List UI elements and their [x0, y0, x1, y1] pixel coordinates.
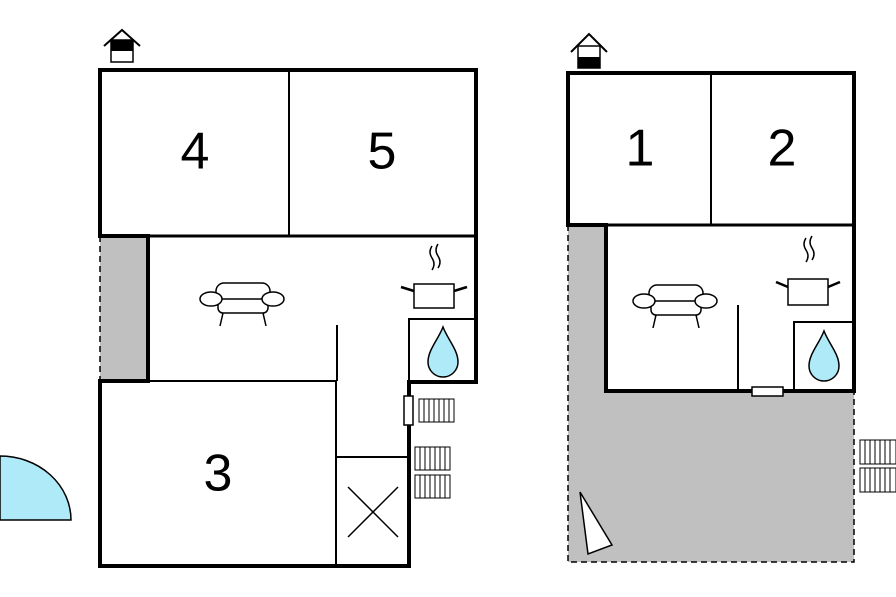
cooking-pot-icon [400, 243, 468, 309]
stairs-icon [859, 439, 896, 465]
left-floor-plan: 4 5 3 [0, 28, 478, 568]
compass-icon [579, 491, 614, 556]
room-1-label: 1 [626, 120, 655, 178]
terrace-dashed-edge [567, 225, 855, 563]
outer-walls [98, 68, 478, 568]
sofa-icon [632, 284, 718, 329]
interior-walls [568, 73, 855, 392]
interior-walls [100, 70, 477, 566]
door-icon [403, 395, 414, 426]
cooking-pot-icon [775, 235, 841, 306]
stairs-icon [414, 474, 451, 499]
room-5-label: 5 [368, 123, 397, 181]
room-2-label: 2 [768, 120, 797, 178]
water-drop-icon [808, 328, 840, 382]
terrace-area [100, 236, 148, 381]
stairs-icon [418, 398, 455, 423]
stairwell-cross [347, 486, 399, 538]
right-floor-plan: 1 2 [566, 32, 896, 563]
house-icon [103, 28, 141, 63]
sofa-icon [199, 282, 285, 327]
stairs-icon [414, 446, 451, 471]
room-3-label: 3 [204, 445, 233, 503]
water-drop-icon [427, 324, 459, 378]
terrace-area [568, 225, 854, 562]
house-icon [570, 32, 608, 69]
room-4-label: 4 [181, 123, 210, 181]
pool-icon [0, 455, 72, 521]
stairs-icon [859, 467, 896, 493]
door-icon [751, 386, 784, 397]
